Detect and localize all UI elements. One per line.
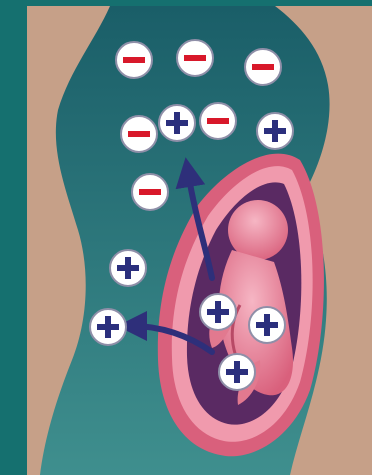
negative-marker — [116, 42, 152, 78]
negative-marker — [200, 103, 236, 139]
positive-marker — [249, 307, 285, 343]
negative-marker — [132, 174, 168, 210]
minus-sign-icon — [252, 64, 274, 70]
negative-marker — [121, 116, 157, 152]
minus-sign-icon — [184, 55, 206, 61]
positive-marker — [257, 113, 293, 149]
positive-marker — [110, 250, 146, 286]
minus-sign-icon — [123, 57, 145, 63]
negative-marker — [177, 40, 213, 76]
minus-sign-icon — [207, 118, 229, 124]
negative-marker — [245, 49, 281, 85]
positive-marker — [219, 354, 255, 390]
positive-marker — [200, 294, 236, 330]
positive-marker — [159, 105, 195, 141]
positive-marker — [90, 309, 126, 345]
fetus-head — [228, 200, 288, 260]
minus-sign-icon — [139, 189, 161, 195]
minus-sign-icon — [128, 131, 150, 137]
